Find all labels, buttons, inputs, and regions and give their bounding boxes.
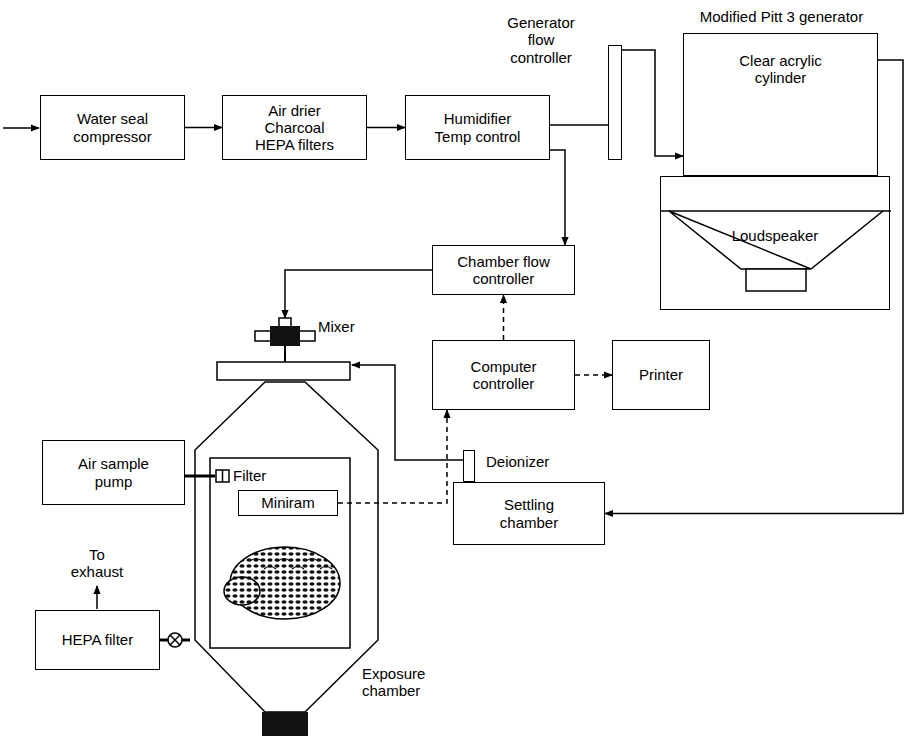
loudspeaker-box: Loudspeaker (660, 176, 890, 310)
deionizer-bar: Deionizer (463, 450, 475, 482)
node-label: Printer (639, 366, 683, 383)
exposure-chamber: FilterMiniramExposure chamber (190, 365, 385, 740)
valve-symbol (168, 633, 182, 647)
node-label: Humidifier Temp control (428, 110, 528, 145)
process-box: Humidifier Temp control (405, 95, 550, 160)
animal-illustration (224, 547, 340, 619)
node-heading: Exposure chamber (362, 665, 437, 700)
filter-symbol: Filter (215, 467, 277, 485)
flow-controller: Generator flow controller (608, 45, 622, 160)
pump-box: Air sample pump (42, 440, 185, 505)
inlet-arrow (3, 127, 39, 129)
node-label: Air drier Charcoal HEPA filters (245, 102, 345, 154)
node-label: Air sample pump (71, 455, 156, 490)
instrument-box: Miniram (238, 490, 338, 516)
node-label: Chamber flow controller (449, 253, 559, 288)
flow-line (550, 124, 608, 126)
node-heading: Mixer (318, 318, 355, 335)
node-heading: Generator flow controller (499, 14, 583, 66)
generator-box: Modified Pitt 3 generatorClear acrylic c… (683, 33, 878, 176)
node-label: Water seal compressor (63, 110, 163, 145)
exposure-chamber-outline (190, 365, 385, 740)
flow-line (367, 127, 405, 129)
node-heading: Deionizer (486, 453, 549, 470)
node-heading: Filter (233, 467, 266, 484)
exhaust-arrow (96, 586, 98, 609)
node-label: Miniram (261, 494, 314, 511)
node-label: HEPA filter (62, 631, 133, 648)
process-box: Settling chamber (453, 482, 605, 545)
process-box: Printer (612, 340, 710, 410)
mixer-symbol: Mixer (215, 318, 352, 382)
filter-box: Air drier Charcoal HEPA filters (222, 95, 367, 160)
process-box: Water seal compressor (40, 95, 185, 160)
flow-line (285, 270, 432, 318)
node-label: Computer controller (459, 358, 549, 393)
node-label: Loudspeaker (732, 227, 819, 244)
signal-line (575, 374, 612, 376)
signal-line (338, 410, 447, 503)
process-box: Chamber flow controller (432, 245, 575, 295)
node-heading: Modified Pitt 3 generator (674, 8, 889, 25)
node-label: Settling chamber (489, 496, 569, 531)
process-box: Computer controller (432, 340, 575, 410)
flow-line (185, 127, 222, 129)
flow-line (622, 50, 683, 156)
filter-box: HEPA filter (35, 610, 160, 670)
node-label: Clear acrylic cylinder (731, 52, 831, 87)
signal-line (503, 295, 505, 340)
flow-line (550, 150, 565, 245)
exhaust-label: To exhaust (67, 546, 127, 581)
